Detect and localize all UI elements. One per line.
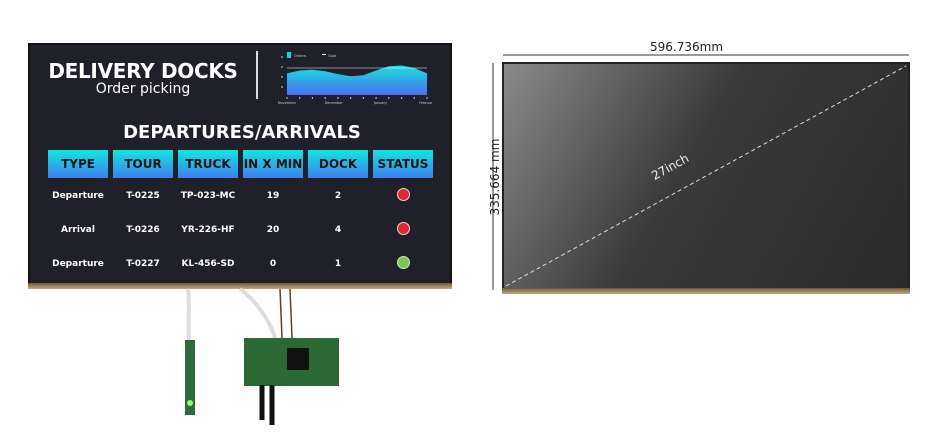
x-tick	[400, 97, 403, 99]
x-label: February	[419, 101, 432, 105]
led-indicator	[187, 400, 193, 406]
ribbon-cable	[186, 288, 191, 341]
legend-orders-swatch	[287, 52, 291, 58]
y-tick	[281, 86, 283, 88]
display-screen: DELIVERY DOCKS Order picking Orders Goal…	[28, 43, 452, 285]
ribbon-cable	[238, 287, 277, 339]
x-tick	[311, 97, 314, 99]
dashboard-subtitle: Order picking	[95, 81, 191, 97]
cell-min: 19	[266, 191, 280, 201]
x-tick	[388, 97, 390, 99]
y-tick	[281, 76, 283, 78]
cell-type: Departure	[52, 191, 104, 201]
section-title: DEPARTURES/ARRIVALS	[123, 122, 361, 143]
height-label: 335.664 mm	[488, 138, 502, 216]
hdmi-cable	[259, 385, 275, 425]
legend-goal-swatch	[322, 54, 326, 55]
x-tick	[362, 97, 365, 99]
status-indicator	[396, 188, 410, 201]
table-row: Arrival T-0226 YR-226-HF 20 4	[47, 213, 434, 247]
orders-chart: Orders Goal November December January Febru…	[278, 52, 432, 105]
x-tick	[337, 97, 339, 99]
divider	[256, 51, 258, 99]
cell-tour: T-0225	[126, 191, 160, 201]
panel-side-view	[502, 62, 910, 290]
x-label: January	[373, 101, 387, 105]
legend-goal: Goal	[328, 54, 336, 58]
diagonal-line	[505, 65, 907, 287]
cell-status	[372, 179, 434, 213]
panel-bezel	[502, 288, 910, 294]
x-label: November	[278, 101, 297, 105]
cell-status	[372, 213, 434, 247]
cell-dock: 4	[334, 225, 342, 235]
status-indicator	[396, 222, 410, 235]
y-tick	[281, 66, 283, 68]
x-tick	[375, 97, 377, 99]
cell-status	[372, 247, 434, 281]
cell-dock: 1	[334, 259, 342, 269]
y-tick	[281, 56, 283, 58]
table-row: Departure T-0227 KL-456-SD 0 1	[47, 247, 434, 281]
status-indicator	[396, 256, 410, 269]
cell-min: 20	[266, 225, 280, 235]
cell-truck: TP-023-MC	[180, 191, 236, 201]
key-board	[185, 340, 195, 415]
column-header: STATUS	[372, 149, 434, 179]
column-header: TYPE	[47, 149, 109, 179]
column-header: TRUCK	[177, 149, 239, 179]
lvds-cable	[279, 288, 293, 339]
orders-area	[287, 65, 427, 95]
cell-type: Departure	[52, 259, 104, 269]
column-header: TOUR	[112, 149, 174, 179]
cell-dock: 2	[334, 191, 342, 201]
cell-truck: YR-226-HF	[181, 225, 235, 235]
x-tick	[349, 97, 352, 99]
dashboard-title: DELIVERY DOCKS	[48, 59, 238, 83]
cell-tour: T-0227	[126, 259, 160, 269]
chip	[287, 348, 309, 370]
x-tick	[299, 97, 301, 99]
x-tick	[324, 97, 326, 99]
screen-bezel	[28, 283, 452, 289]
cell-min: 0	[269, 259, 277, 269]
cell-truck: KL-456-SD	[181, 259, 235, 269]
x-tick	[426, 97, 428, 99]
cell-type: Arrival	[61, 225, 95, 235]
column-header: DOCK	[307, 149, 369, 179]
cell-tour: T-0226	[126, 225, 160, 235]
legend-orders: Orders	[294, 54, 306, 58]
x-label: December	[325, 101, 344, 105]
column-header: IN X MIN	[242, 149, 304, 179]
width-label: 596.736mm	[650, 40, 724, 54]
x-tick	[286, 97, 288, 99]
table-row: Departure T-0225 TP-023-MC 19 2	[47, 179, 434, 213]
x-tick	[413, 97, 415, 99]
